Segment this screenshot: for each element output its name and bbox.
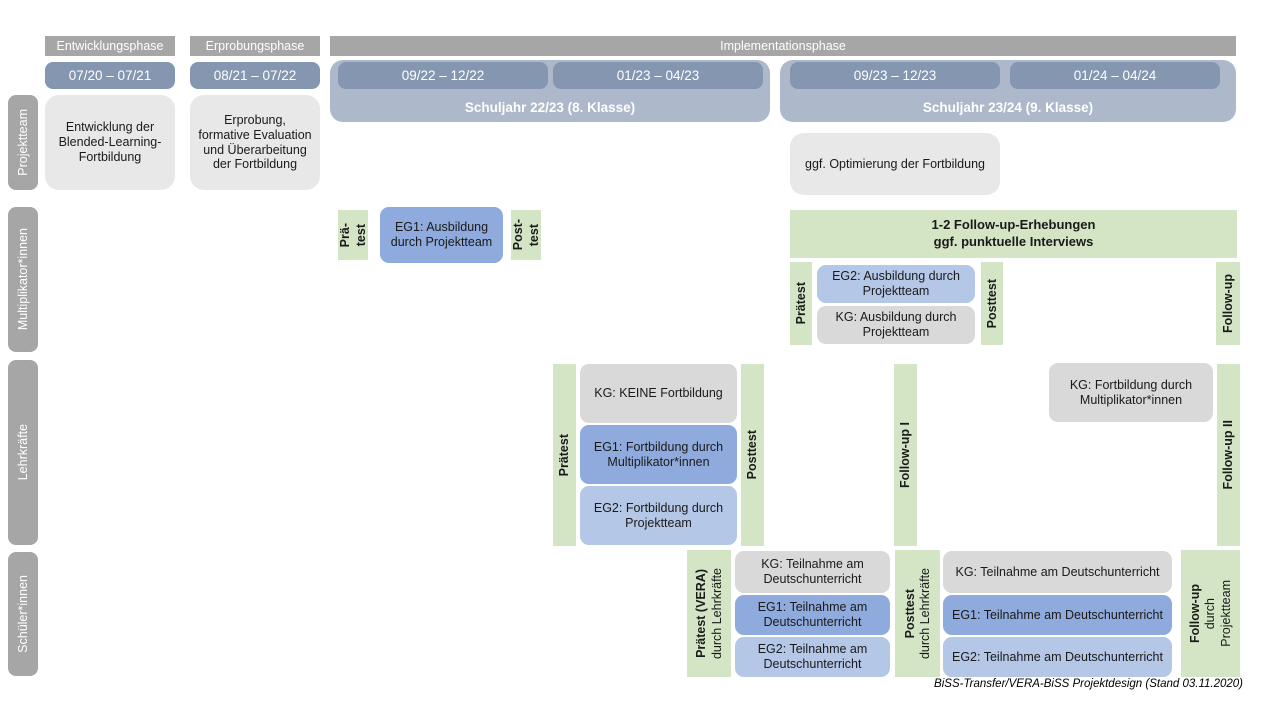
phase-header-erprobungsphase: Erprobungsphase bbox=[190, 36, 320, 56]
praetest2-text: Prätest bbox=[793, 282, 808, 325]
followup-multiplikatoren-text: Follow-up bbox=[1220, 273, 1235, 333]
label-posttest-multiplikatoren-1: Post- test bbox=[511, 210, 541, 260]
label-posttest-multiplikatoren-2: Posttest bbox=[981, 262, 1003, 345]
posttest-line2: test bbox=[526, 223, 541, 247]
row-label-lehrkraefte-text: Lehrkräfte bbox=[15, 424, 30, 481]
label-posttest-schueler: Posttest durch Lehrkräfte bbox=[895, 550, 940, 677]
box-eg2-ausbildung-projektteam: EG2: Ausbildung durch Projektteam bbox=[817, 265, 975, 303]
followup1-text: Follow-up I bbox=[898, 422, 913, 488]
date-range-0720-0721: 07/20 – 07/21 bbox=[45, 62, 175, 89]
box-eg1-fortbildung-multiplikatoren: EG1: Fortbildung durch Multiplikator*inn… bbox=[580, 425, 737, 484]
label-followup1-lehrkraefte: Follow-up I bbox=[894, 364, 917, 546]
praetest-line2: test bbox=[353, 223, 368, 247]
row-label-schueler: Schüler*innen bbox=[8, 552, 38, 676]
phase-header-implementationsphase: Implementationsphase bbox=[330, 36, 1236, 56]
box-kg-teilnahme-1: KG: Teilnahme am Deutschunterricht bbox=[735, 551, 890, 593]
label-posttest-lehrkraefte: Posttest bbox=[741, 364, 764, 546]
box-erprobung-evaluation: Erprobung, formative Evaluation und Über… bbox=[190, 95, 320, 190]
praetest-lehrkraefte-text: Prätest bbox=[557, 433, 572, 477]
year-label-22-23: Schuljahr 22/23 (8. Klasse) bbox=[464, 100, 636, 115]
box-kg-teilnahme-2: KG: Teilnahme am Deutschunterricht bbox=[943, 551, 1172, 593]
row-label-projektteam-text: Projektteam bbox=[15, 109, 30, 176]
box-eg2-teilnahme-2: EG2: Teilnahme am Deutschunterricht bbox=[943, 637, 1172, 677]
row-label-multiplikatoren: Multiplikator*innen bbox=[8, 207, 38, 352]
praetest-vera-text: Prätest (VERA) bbox=[694, 569, 709, 658]
posttest-line1: Post- bbox=[511, 219, 526, 251]
date-range-0123-0423: 01/23 – 04/23 bbox=[553, 62, 763, 89]
row-label-multiplikatoren-text: Multiplikator*innen bbox=[15, 228, 30, 331]
followup-schueler-text: Follow-up bbox=[1187, 583, 1202, 643]
box-eg1-ausbildung-projektteam: EG1: Ausbildung durch Projektteam bbox=[380, 207, 503, 263]
row-label-projektteam: Projektteam bbox=[8, 95, 38, 190]
date-range-0922-1222: 09/22 – 12/22 bbox=[338, 62, 548, 89]
praetest-vera-durch-text: durch Lehrkräfte bbox=[709, 567, 724, 660]
posttest2-text: Posttest bbox=[984, 278, 999, 329]
label-followup2-lehrkraefte: Follow-up II bbox=[1217, 364, 1240, 546]
year-label-23-24: Schuljahr 23/24 (9. Klasse) bbox=[922, 100, 1094, 115]
posttest-schueler-text: Posttest bbox=[902, 588, 917, 639]
phase-header-entwicklungsphase: Entwicklungsphase bbox=[45, 36, 175, 56]
box-kg-ausbildung-projektteam: KG: Ausbildung durch Projektteam bbox=[817, 306, 975, 344]
box-entwicklung-fortbildung: Entwicklung der Blended-Learning-Fortbil… bbox=[45, 95, 175, 190]
followup2-text: Follow-up II bbox=[1221, 420, 1236, 490]
box-kg-fortbildung-multiplikatoren: KG: Fortbildung durch Multiplikator*inne… bbox=[1049, 363, 1213, 422]
followup-schueler-projektteam-text: Projektteam bbox=[1218, 580, 1233, 647]
row-label-lehrkraefte: Lehrkräfte bbox=[8, 360, 38, 545]
label-followup-schueler: Follow-up durch Projektteam bbox=[1181, 550, 1240, 677]
box-optimierung-fortbildung: ggf. Optimierung der Fortbildung bbox=[790, 133, 1000, 195]
followup-schueler-durch-text: durch bbox=[1203, 597, 1218, 630]
box-eg1-teilnahme-1: EG1: Teilnahme am Deutschunterricht bbox=[735, 595, 890, 635]
followup-erhebungen-line2: ggf. punktuelle Interviews bbox=[933, 234, 1094, 249]
label-followup-multiplikatoren: Follow-up bbox=[1216, 262, 1240, 345]
date-range-0923-1223: 09/23 – 12/23 bbox=[790, 62, 1000, 89]
date-range-0821-0722: 08/21 – 07/22 bbox=[190, 62, 320, 89]
box-eg1-teilnahme-2: EG1: Teilnahme am Deutschunterricht bbox=[943, 595, 1172, 635]
posttest-lehrkraefte-text: Posttest bbox=[745, 430, 760, 480]
posttest-schueler-durch-text: durch Lehrkräfte bbox=[918, 567, 932, 660]
box-kg-keine-fortbildung: KG: KEINE Fortbildung bbox=[580, 364, 737, 423]
label-praetest-vera-schueler: Prätest (VERA) durch Lehrkräfte bbox=[687, 550, 731, 677]
followup-erhebungen-line1: 1-2 Follow-up-Erhebungen bbox=[931, 217, 1096, 233]
caption-projektdesign: BiSS-Transfer/VERA-BiSS Projektdesign (S… bbox=[934, 678, 1243, 690]
date-range-0124-0424: 01/24 – 04/24 bbox=[1010, 62, 1220, 89]
row-label-schueler-text: Schüler*innen bbox=[15, 575, 30, 653]
box-followup-erhebungen: 1-2 Follow-up-Erhebungen ggf. punktuelle… bbox=[790, 210, 1237, 258]
label-praetest-multiplikatoren-2: Prätest bbox=[790, 262, 812, 345]
praetest-line1: Prä- bbox=[338, 222, 353, 248]
label-praetest-lehrkraefte: Prätest bbox=[553, 364, 576, 546]
box-eg2-teilnahme-1: EG2: Teilnahme am Deutschunterricht bbox=[735, 637, 890, 677]
box-eg2-fortbildung-projektteam: EG2: Fortbildung durch Projektteam bbox=[580, 486, 737, 545]
label-praetest-multiplikatoren-1: Prä- test bbox=[338, 210, 368, 260]
